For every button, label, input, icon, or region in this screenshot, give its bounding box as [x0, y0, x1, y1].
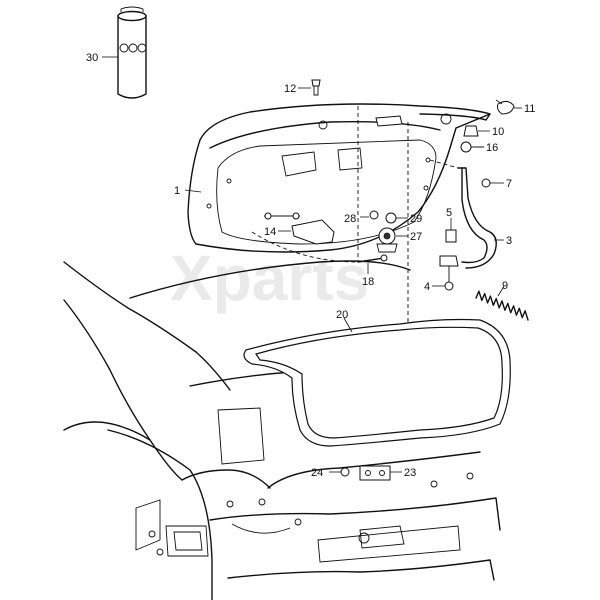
part-10-buffer [463, 125, 490, 137]
part-9-spring [475, 285, 529, 321]
part-5-latch [445, 218, 457, 243]
callout-29: 29 [410, 213, 422, 225]
part-16-bolt [460, 141, 484, 153]
callout-14: 14 [264, 226, 276, 238]
callout-23: 23 [404, 467, 416, 479]
part-27-lock-cylinder [376, 227, 408, 253]
callout-3: 3 [506, 235, 512, 247]
part-3-hinge [457, 167, 504, 269]
part-7-screw [481, 178, 504, 188]
watermark: Xparts [170, 242, 369, 314]
callout-7: 7 [506, 178, 512, 190]
part-4-bolt [432, 255, 459, 291]
callout-1: 1 [174, 185, 180, 197]
part-28-screw [360, 210, 379, 220]
callout-4: 4 [424, 281, 430, 293]
part-1-trunk-lid [184, 103, 491, 253]
callout-20: 20 [336, 309, 348, 321]
part-20-trunk-seal [243, 317, 511, 447]
callout-16: 16 [486, 142, 498, 154]
part-29-nut [385, 212, 408, 224]
part-24-screw [329, 467, 350, 477]
callout-10: 10 [492, 126, 504, 138]
callout-27: 27 [410, 231, 422, 243]
callout-24: 24 [311, 467, 323, 479]
callout-28: 28 [344, 213, 356, 225]
part-23-striker [359, 465, 402, 481]
part-11-grommet [495, 99, 522, 115]
callout-9: 9 [502, 280, 508, 292]
part-14-lock-bracket [264, 212, 335, 245]
callout-18: 18 [362, 276, 374, 288]
callout-11: 11 [524, 103, 535, 115]
callout-12: 12 [284, 83, 296, 95]
callout-5: 5 [446, 207, 452, 219]
part-30-aerosol-can [102, 6, 147, 99]
part-12-clip [298, 79, 321, 96]
callout-30: 30 [86, 52, 98, 64]
callout-labels: 30 12 11 10 16 7 1 5 28 29 14 27 3 18 4 … [86, 52, 535, 479]
